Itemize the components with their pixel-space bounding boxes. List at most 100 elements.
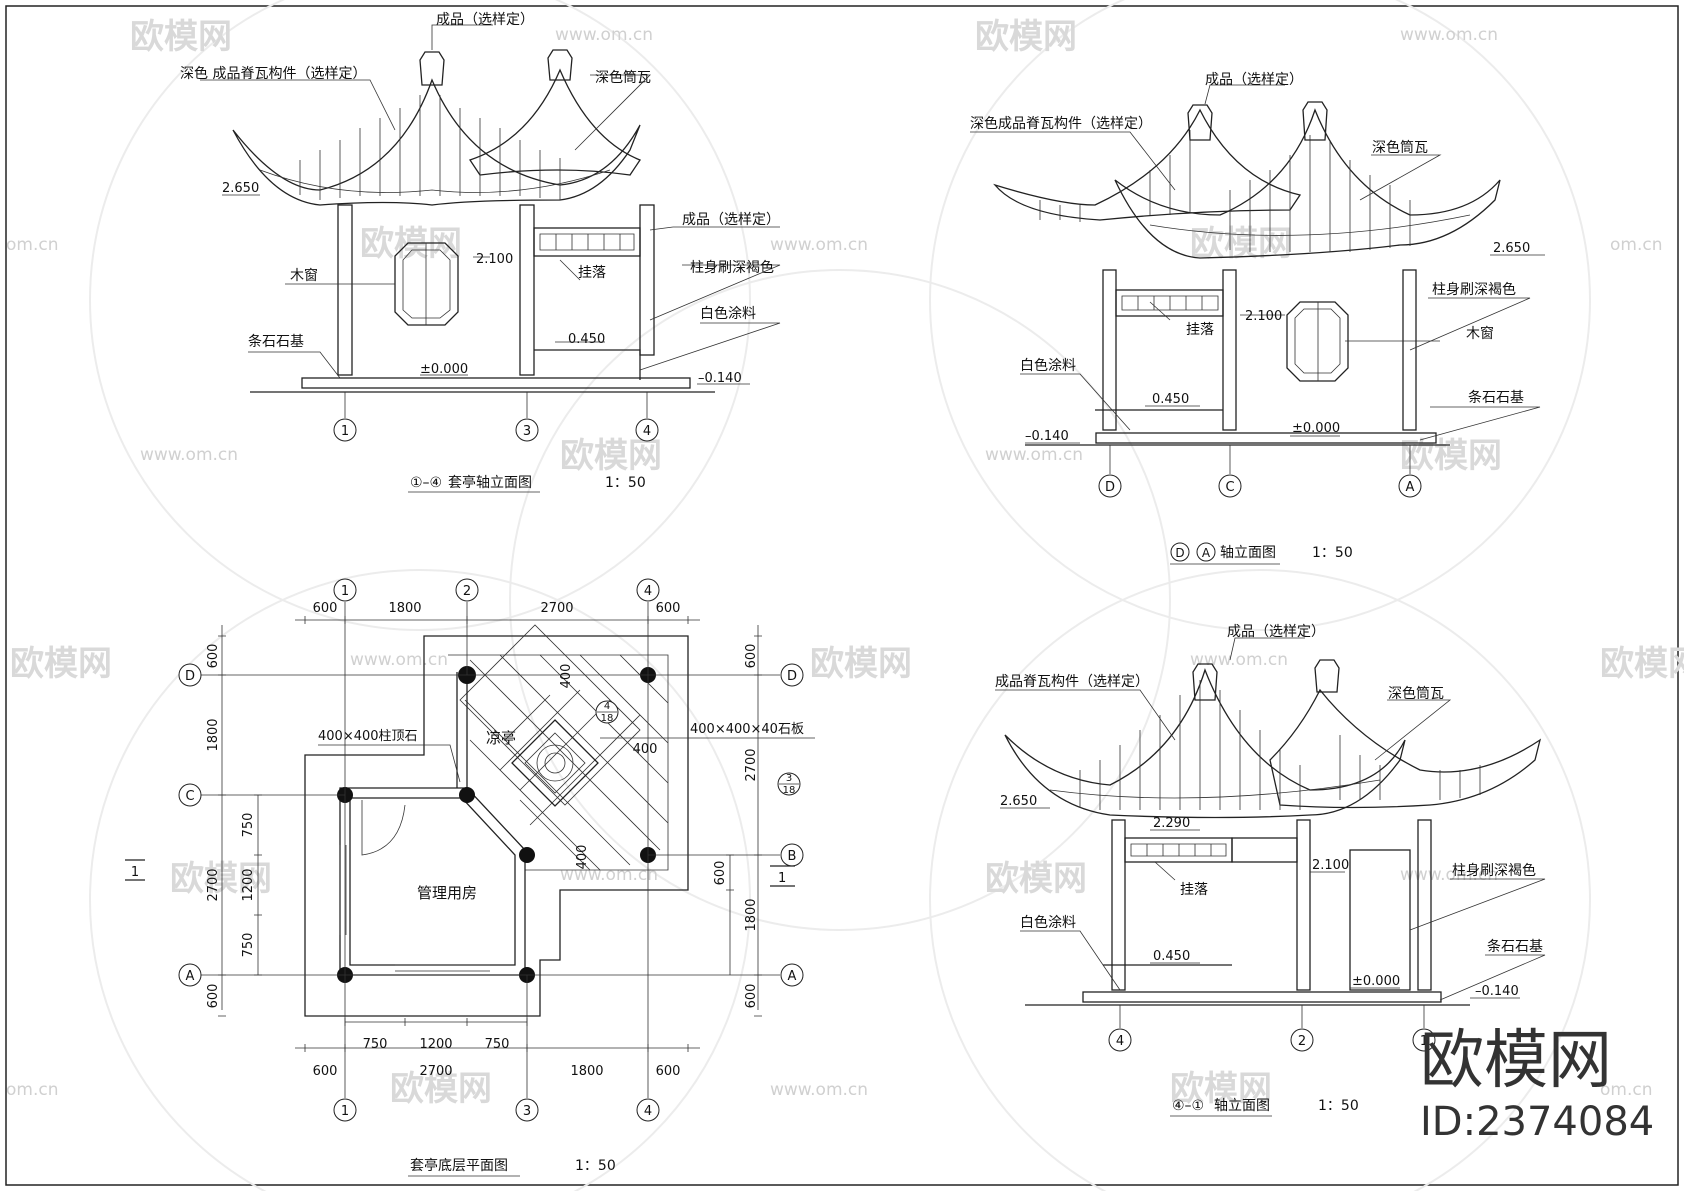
label: 深色筒瓦 xyxy=(1388,685,1444,702)
level-seat: 0.450 xyxy=(1153,949,1190,964)
axis-label: A xyxy=(788,969,797,984)
dim-text: 600 xyxy=(656,1064,681,1079)
label: 挂落 xyxy=(578,265,606,281)
label-slab: 400×400×40石板 xyxy=(690,722,804,737)
axis-bubble xyxy=(515,418,539,442)
axis-label: 1 xyxy=(341,584,349,599)
level-lintel: 2.100 xyxy=(1312,858,1349,873)
axis-label: D xyxy=(787,669,797,684)
scale: 1：50 xyxy=(1312,545,1353,561)
watermark-url: www.om.cn xyxy=(985,445,1083,465)
level-outside: –0.140 xyxy=(1025,429,1069,444)
dim-text: 1800 xyxy=(744,898,759,931)
title-axes: ①–④ xyxy=(410,475,442,491)
elevation-3: 4 2 1 成品（选样定） 成品脊瓦构件（选样定） 深色筒瓦 挂落 柱身刷深褐色… xyxy=(995,624,1546,1117)
level-seat: 0.450 xyxy=(1152,392,1189,407)
corner-id: ID:2374084 xyxy=(1420,1099,1654,1145)
drawing-title: 轴立面图 xyxy=(1220,545,1276,561)
axis-label: C xyxy=(1225,480,1234,495)
axis-label: B xyxy=(788,849,797,864)
axis-bubble xyxy=(333,578,357,602)
axis-label: 1 xyxy=(341,424,349,439)
dim-text: 750 xyxy=(485,1037,510,1052)
axis-label: D xyxy=(185,669,195,684)
axis-label: 3 xyxy=(523,1104,531,1119)
label: 条石石基 xyxy=(1487,938,1543,955)
watermark-brand: 欧模网 xyxy=(1400,436,1502,476)
dim-text: 750 xyxy=(241,933,256,958)
watermark-url: www.om.cn xyxy=(770,1080,868,1100)
axis-bubble xyxy=(1098,474,1122,498)
axis-bubble xyxy=(178,663,202,687)
axis-label: 2 xyxy=(1298,1034,1306,1049)
watermark-brand: 欧模网 xyxy=(810,644,912,684)
label: 成品脊瓦构件（选样定） xyxy=(995,674,1149,690)
watermark-url: www.om.cn xyxy=(140,445,238,465)
axis-label: 3 xyxy=(523,424,531,439)
dim-text: 400 xyxy=(633,742,658,757)
label: 深色筒瓦 xyxy=(1372,139,1428,156)
title-axes: D xyxy=(1175,546,1184,560)
scale: 1：50 xyxy=(575,1158,616,1174)
level-seat: 0.450 xyxy=(568,332,605,347)
axis-bubble xyxy=(1218,474,1242,498)
label: 木窗 xyxy=(290,267,318,284)
label: 深色筒瓦 xyxy=(595,69,651,86)
watermark-brand: 欧模网 xyxy=(1600,644,1684,684)
watermark-url: www.om.cn xyxy=(1400,25,1498,45)
axis-bubble xyxy=(1398,474,1422,498)
watermark-url: www.om.cn xyxy=(350,650,448,670)
callout-num: 3 xyxy=(786,773,792,784)
label: 柱身刷深褐色 xyxy=(690,259,774,276)
level-eave: 2.650 xyxy=(1493,241,1530,256)
axis-label: 4 xyxy=(1116,1034,1124,1049)
axis-label: D xyxy=(1105,480,1115,495)
dim-text: 600 xyxy=(206,644,221,669)
dim-text: 600 xyxy=(713,861,728,886)
title-axes: ④–① xyxy=(1172,1098,1204,1114)
axis-bubble xyxy=(1290,1028,1314,1052)
column xyxy=(459,787,475,803)
level-hang: 2.290 xyxy=(1153,816,1190,831)
axis-bubble xyxy=(333,1098,357,1122)
axis-label: A xyxy=(1406,480,1415,495)
dim-text: 400 xyxy=(575,845,590,870)
label-pavilion: 凉亭 xyxy=(486,729,516,747)
label: 柱身刷深褐色 xyxy=(1452,862,1536,879)
label: 条石石基 xyxy=(248,333,304,350)
axis-label: A xyxy=(186,969,195,984)
dim-text: 750 xyxy=(363,1037,388,1052)
watermark-url: www.om.cn xyxy=(555,25,653,45)
watermark-brand: 欧模网 xyxy=(170,859,272,899)
axis-bubble xyxy=(636,1098,660,1122)
title-axis-bubble xyxy=(1196,542,1216,562)
axis-bubble xyxy=(1412,1028,1436,1052)
dim-text: 2700 xyxy=(744,748,759,781)
axis-bubble xyxy=(515,1098,539,1122)
level-ground: ±0.000 xyxy=(420,362,468,377)
watermark-url: www.om.cn xyxy=(1190,650,1288,670)
watermark-brand: 欧模网 xyxy=(130,17,232,57)
watermark-brand: 欧模网 xyxy=(10,644,112,684)
watermark-url: om.cn xyxy=(1600,1080,1653,1100)
axis-bubble xyxy=(178,783,202,807)
watermark-brand: 欧模网 xyxy=(360,224,462,264)
watermarks: 欧模网 www.om.cn 欧模网 www.om.cn om.cn 欧模网 ww… xyxy=(6,17,1684,1109)
dim-text: 2700 xyxy=(540,601,573,616)
label-room: 管理用房 xyxy=(417,884,477,902)
dim-text: 750 xyxy=(241,813,256,838)
label: 成品（选样定） xyxy=(1227,624,1325,640)
label: 挂落 xyxy=(1180,882,1208,898)
label: 挂落 xyxy=(1186,322,1214,338)
axis-label: 2 xyxy=(463,584,471,599)
axis-bubble xyxy=(635,418,659,442)
label-column-cap: 400×400柱顶石 xyxy=(318,729,418,744)
level-ground: ±0.000 xyxy=(1352,974,1400,989)
axis-label: 1 xyxy=(1420,1034,1428,1049)
drawing-title: 轴立面图 xyxy=(1214,1098,1270,1114)
axis-bubble xyxy=(455,578,479,602)
level-lintel: 2.100 xyxy=(1245,309,1282,324)
label: 深色 成品脊瓦构件（选样定） xyxy=(180,65,366,82)
scale: 1：50 xyxy=(1318,1098,1359,1114)
